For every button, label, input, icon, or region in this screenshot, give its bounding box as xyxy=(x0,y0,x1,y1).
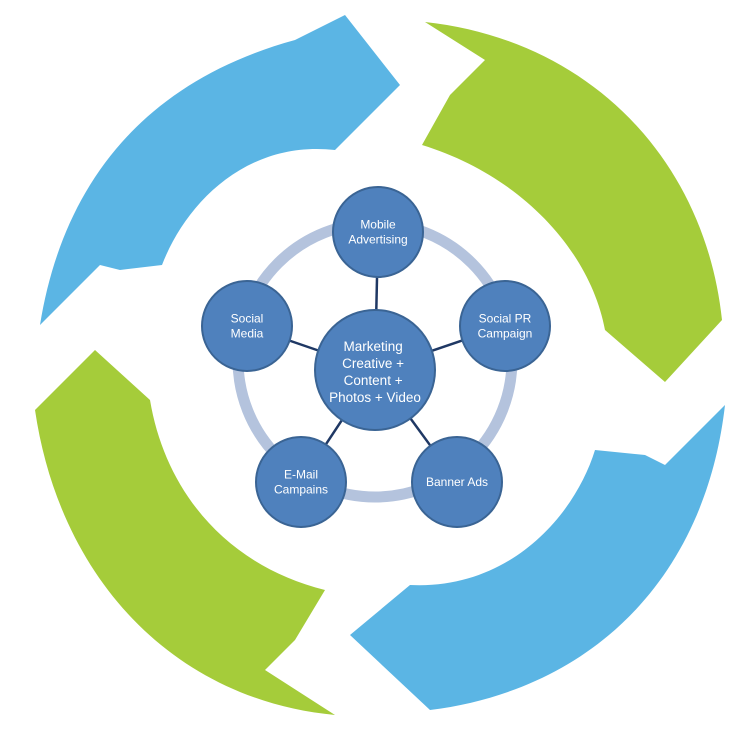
connector-social-pr-campaign xyxy=(431,339,463,352)
connector-email-campaigns xyxy=(324,419,343,446)
node-circle xyxy=(411,436,503,528)
cycle-arrow-top-right xyxy=(422,22,722,382)
connectors xyxy=(289,276,463,447)
center-circle xyxy=(314,309,436,431)
cycle-arrow-bottom-right xyxy=(350,405,725,710)
center-line-2: Creative + xyxy=(342,356,404,371)
node-label-line: Campains xyxy=(274,483,328,497)
node-circle xyxy=(332,186,424,278)
center-line-1: Marketing xyxy=(343,339,402,354)
connector-mobile-advertising xyxy=(375,276,379,311)
node-circle xyxy=(459,280,551,372)
connector-banner-ads xyxy=(409,417,432,447)
center-node: Marketing Creative + Content + Photos + … xyxy=(314,309,436,431)
node-label-line: Advertising xyxy=(348,233,407,247)
svg-text:Banner Ads: Banner Ads xyxy=(426,475,488,489)
node-label-line: E-Mail xyxy=(284,468,318,482)
node-label-line: Social PR xyxy=(479,312,532,326)
node-label-line: Mobile xyxy=(360,218,396,232)
center-line-4: Photos + Video xyxy=(329,390,421,405)
cycle-arrow-top-left xyxy=(40,15,400,325)
svg-text:Marketing Creative +: Marketing Creative + Content + Photos + … xyxy=(329,339,421,405)
node-banner-ads: Banner Ads xyxy=(411,436,503,528)
node-label-line: Banner Ads xyxy=(426,475,488,489)
connector-social-media xyxy=(289,339,319,352)
cycle-arrows xyxy=(35,15,725,715)
node-circle xyxy=(201,280,293,372)
node-circle xyxy=(255,436,347,528)
cycle-arrow-bottom-left xyxy=(35,350,335,715)
node-label-line: Campaign xyxy=(478,327,533,341)
center-line-3: Content + xyxy=(344,373,403,388)
node-label-line: Social xyxy=(231,312,264,326)
node-label-line: Media xyxy=(231,327,264,341)
